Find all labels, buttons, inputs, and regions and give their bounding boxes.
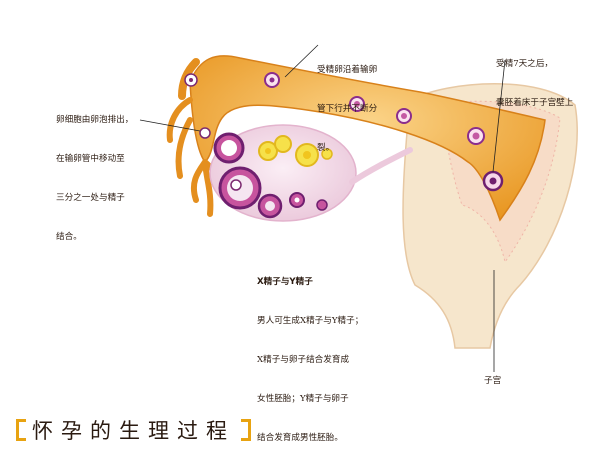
ovary-ligament: [349, 147, 413, 185]
zygote-4: [467, 127, 485, 145]
label-fertilized-egg: 受精卵沿着输卵 管下行并不断分 裂。: [317, 65, 378, 153]
leader-ovulation: [139, 119, 201, 132]
label-implantation: 受精7天之后， 囊胚着床于子宫壁上: [496, 59, 574, 108]
label-uterus: 子宫: [484, 376, 502, 386]
follicle-medium: [257, 193, 283, 219]
leader-implantation: [492, 59, 506, 173]
follicle-small-2: [316, 199, 328, 211]
page-title: 怀孕的生理过程: [16, 412, 251, 448]
blastocyst: [482, 170, 504, 192]
zygote-2: [349, 96, 365, 112]
zygote-3: [396, 108, 412, 124]
follicle-large: [218, 166, 262, 210]
corpus-luteum-1: [258, 141, 278, 161]
leader-fertilized: [284, 44, 319, 78]
fallopian-tube: [189, 55, 546, 222]
follicle-ruptured: [213, 132, 245, 164]
released-egg: [199, 127, 211, 139]
label-ovulation: 卵细胞由卵泡排出， 在输卵管中移动至 三分之一处与精子 结合。: [56, 115, 134, 242]
title-text: 怀孕的生理过程: [32, 419, 235, 443]
corpus-luteum-4: [321, 148, 333, 160]
corpus-luteum-2: [274, 135, 292, 153]
egg-nucleus: [189, 78, 193, 82]
title-bracket-right: [241, 419, 251, 441]
zygote-1: [264, 72, 280, 88]
follicle-small-1: [289, 192, 305, 208]
corpus-luteum-3: [295, 143, 319, 167]
title-bracket-left: [16, 419, 26, 441]
label-xy-sperm: X精子与Y精子 男人可生成X精子与Y精子； X精子与卵子结合发育成 女性胚胎；Y…: [257, 277, 364, 443]
xy-heading: X精子与Y精子: [257, 277, 313, 287]
